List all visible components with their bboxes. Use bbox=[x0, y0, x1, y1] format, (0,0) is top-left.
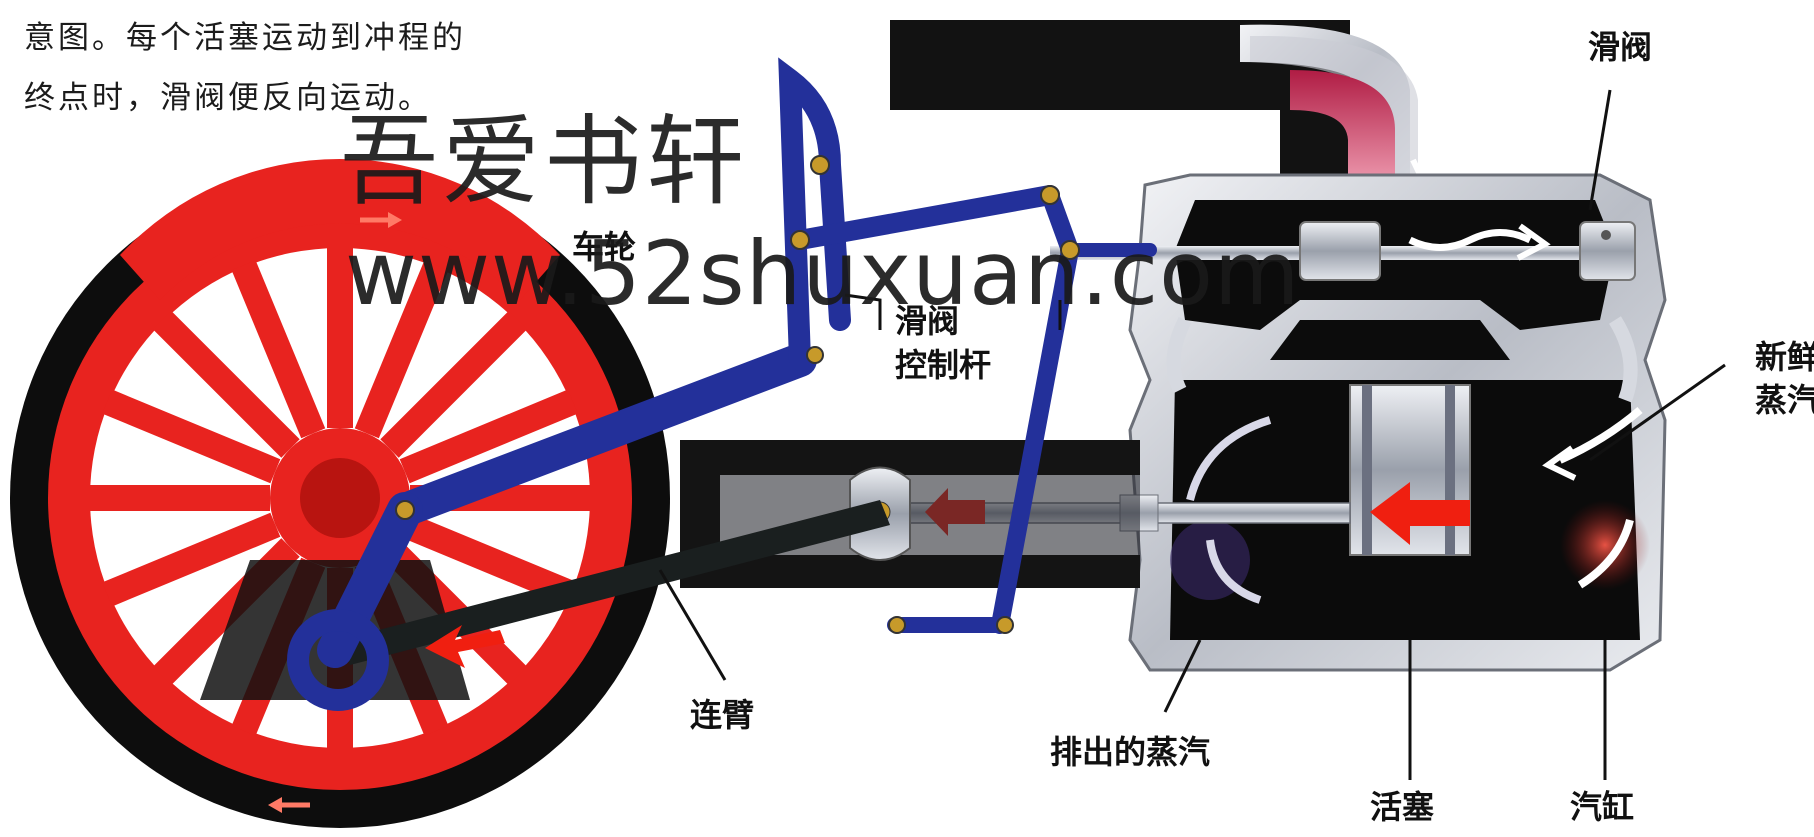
watermark-title: 吾爱书轩 bbox=[340, 105, 749, 219]
label-fresh-steam-line1: 新鲜 bbox=[1755, 338, 1814, 376]
label-slide-valve: 滑阀 bbox=[1588, 28, 1653, 66]
steam-supply-pipe bbox=[890, 20, 1440, 192]
watermark-url: www.52shuxuan.com bbox=[345, 222, 1301, 325]
wheel-spoke bbox=[231, 260, 326, 439]
label-exhaust-steam: 排出的蒸汽 bbox=[1050, 733, 1211, 771]
label-fresh-steam-line2: 蒸汽 bbox=[1755, 381, 1814, 419]
wheel-spoke bbox=[152, 310, 300, 458]
wheel-spoke bbox=[399, 512, 578, 607]
label-valve-rod-line2: 控制杆 bbox=[895, 346, 992, 384]
wheel-spoke bbox=[102, 512, 281, 607]
leader-lines bbox=[658, 89, 1726, 780]
main-connecting-rod bbox=[340, 500, 890, 668]
crosshead-guide bbox=[680, 440, 1140, 588]
label-piston: 活塞 bbox=[1370, 788, 1435, 826]
wheel-spoke bbox=[380, 310, 528, 458]
slide-valve bbox=[1050, 221, 1636, 281]
label-valve-rod-line1: 滑阀 bbox=[895, 302, 960, 340]
wheel-spoke bbox=[399, 389, 578, 484]
label-cylinder: 汽缸 bbox=[1570, 788, 1635, 826]
caption-line-1: 意图。每个活塞运动到冲程的 bbox=[24, 20, 466, 56]
label-wheel: 车轮 bbox=[572, 228, 637, 266]
linkage-pivots bbox=[395, 155, 1080, 634]
caption-line-2: 终点时，滑阀便反向运动。 bbox=[24, 80, 432, 116]
wheel-spoke bbox=[102, 389, 281, 484]
label-connecting-rod: 连臂 bbox=[690, 696, 755, 734]
wheel-spoke bbox=[354, 260, 449, 439]
